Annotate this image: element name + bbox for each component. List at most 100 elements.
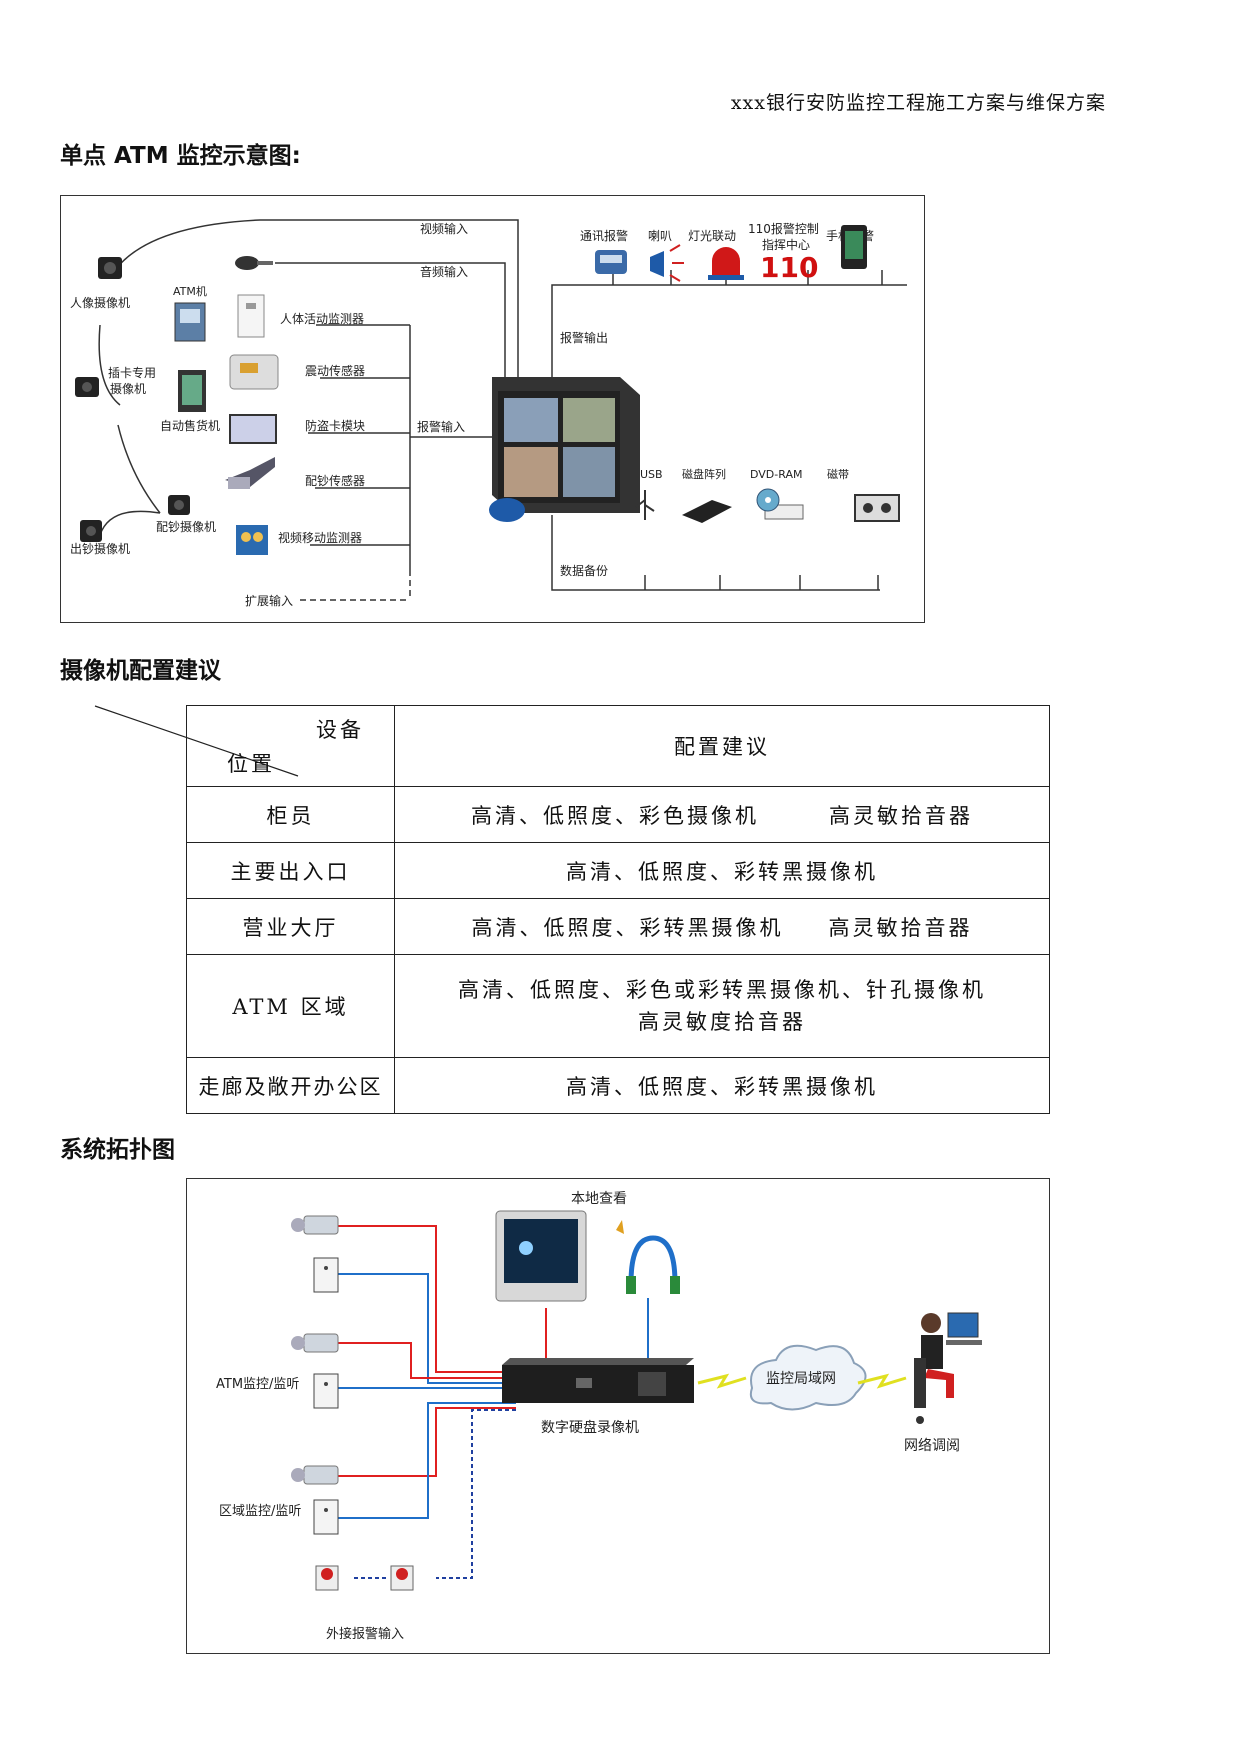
header-device: 设备	[316, 718, 364, 742]
table-header-corner: 设备 位置	[186, 705, 395, 787]
microphone-pickup-icon	[313, 1499, 339, 1535]
wireless-link-icon	[697, 1373, 747, 1389]
label-backup-usb: USB	[640, 468, 663, 481]
tape-icon	[854, 494, 900, 522]
headphones-icon	[616, 1220, 680, 1294]
cell-position: 主要出入口	[186, 842, 395, 899]
dvd-drive-icon	[756, 488, 804, 520]
label-area-monitor: 区域监控/监听	[219, 1504, 301, 1519]
label-alarm-center-1: 110报警控制	[748, 221, 819, 236]
section-title-atm: 单点 ATM 监控示意图:	[60, 143, 301, 169]
vending-machine-icon	[178, 370, 206, 412]
mobile-phone-icon	[841, 225, 867, 269]
cell-position: 走廊及敞开办公区	[186, 1057, 395, 1114]
atm-machine-icon	[174, 302, 206, 342]
label-cash-cam: 配钞摄像机	[156, 519, 216, 534]
label-card-cam-1: 插卡专用	[108, 365, 156, 380]
label-video-input: 视频输入	[420, 221, 468, 236]
page-header: xxx银行安防监控工程施工方案与维保方案	[730, 92, 1106, 114]
table-row: 营业大厅 高清、低照度、彩转黑摄像机高灵敏拾音器	[186, 898, 1050, 955]
cell-position: 营业大厅	[186, 898, 395, 955]
atm-monitor-diagram: 人像摄像机 ATM机 插卡专用 摄像机 自动售货机 配钞摄像机 出钞摄像机	[60, 195, 925, 623]
advice-part-a: 高清、低照度、彩转黑摄像机	[471, 915, 784, 940]
label-remote: 网络调阅	[904, 1438, 960, 1454]
label-card-cam-2: 摄像机	[110, 381, 146, 396]
label-expand-input: 扩展输入	[245, 593, 293, 608]
advice-part-a: 高清、低照度、彩色或彩转黑摄像机、针孔摄像机	[458, 978, 986, 1002]
label-lan: 监控局域网	[766, 1371, 836, 1387]
face-camera-icon	[98, 257, 122, 279]
wireless-link-icon	[857, 1373, 907, 1389]
table-row: 柜员 高清、低照度、彩色摄像机 高灵敏拾音器	[186, 786, 1050, 843]
label-sensor-3: 配钞传感器	[305, 473, 365, 488]
microphone-pickup-icon	[313, 1373, 339, 1409]
table-row: 走廊及敞开办公区 高清、低照度、彩转黑摄像机	[186, 1057, 1050, 1114]
cell-advice: 高清、低照度、彩色摄像机 高灵敏拾音器	[394, 786, 1050, 843]
cloud-icon	[749, 1344, 867, 1411]
table-row: 主要出入口 高清、低照度、彩转黑摄像机	[186, 842, 1050, 899]
cell-advice: 高清、低照度、彩转黑摄像机	[394, 1057, 1050, 1114]
label-atm: ATM机	[173, 284, 207, 298]
label-backup-dvd: DVD-RAM	[750, 468, 802, 481]
label-alarm-comm: 通讯报警	[580, 228, 628, 243]
out-camera-icon	[80, 520, 102, 542]
remote-operator-icon	[914, 1312, 982, 1424]
card-camera-icon	[75, 377, 99, 397]
video-motion-detector-icon	[236, 525, 268, 555]
alarm-light-icon	[708, 247, 744, 280]
alarm-button-icon	[390, 1565, 414, 1591]
usb-icon	[635, 490, 655, 520]
label-sensor-2: 防盗卡模块	[305, 418, 365, 433]
camera-config-table: 设备 位置 配置建议 柜员 高清、低照度、彩色摄像机 高灵敏拾音器 主要出入口 高…	[186, 705, 1050, 1114]
header-position: 位置	[227, 752, 275, 776]
dvr-device-icon	[502, 1358, 694, 1403]
alarm-button-icon	[315, 1565, 339, 1591]
cell-advice: 高清、低照度、彩色或彩转黑摄像机、针孔摄像机 高灵敏度拾音器	[394, 954, 1050, 1058]
microphone-pickup-icon	[313, 1257, 339, 1293]
tv-monitor-icon	[495, 1210, 587, 1302]
label-out-cam: 出钞摄像机	[70, 541, 130, 556]
label-face-cam: 人像摄像机	[70, 295, 130, 310]
label-atm-monitor: ATM监控/监听	[216, 1377, 299, 1392]
cash-sensor-icon	[225, 457, 275, 489]
label-backup-tape: 磁带	[827, 468, 849, 481]
dvr-monitor-icon	[492, 377, 640, 513]
label-data-backup: 数据备份	[560, 563, 608, 578]
label-sensor-1: 震动传感器	[305, 363, 365, 378]
label-backup-disk: 磁盘阵列	[682, 467, 726, 481]
label-alarm-horn: 喇叭	[648, 228, 672, 243]
disk-array-icon	[682, 500, 732, 523]
cell-position: ATM 区域	[186, 954, 395, 1058]
camera-icon	[291, 1215, 339, 1235]
cell-advice: 高清、低照度、彩转黑摄像机	[394, 842, 1050, 899]
cell-advice: 高清、低照度、彩转黑摄像机高灵敏拾音器	[394, 898, 1050, 955]
microphone-icon	[235, 256, 273, 270]
table-header-row: 设备 位置 配置建议	[186, 705, 1050, 787]
advice-part-b: 高灵敏拾音器	[829, 803, 973, 828]
label-vending: 自动售货机	[160, 418, 220, 433]
camera-icon	[291, 1333, 339, 1353]
label-alarm-light: 灯光联动	[688, 229, 736, 243]
label-dvr: 数字硬盘录像机	[541, 1419, 639, 1436]
vibration-sensor-icon	[229, 354, 279, 390]
system-topology-diagram: ATM监控/监听 区域监控/监听 外接报警输入 本地查看 数字硬盘录像机 监控局…	[186, 1178, 1050, 1654]
advice-part-b: 高灵敏度拾音器	[638, 1010, 806, 1034]
label-audio-input: 音频输入	[420, 264, 468, 279]
telephone-icon	[595, 250, 627, 274]
label-sensor-0: 人体活动监测器	[280, 312, 364, 326]
label-alarm-center-2: 指挥中心	[762, 237, 810, 252]
horn-icon	[650, 244, 684, 282]
advice-part-a: 高清、低照度、彩色摄像机	[471, 803, 759, 828]
cash-camera-icon	[168, 495, 190, 515]
label-sensor-4: 视频移动监测器	[278, 530, 362, 545]
section-title-camera: 摄像机配置建议	[60, 658, 221, 684]
label-ext-alarm: 外接报警输入	[326, 1626, 404, 1642]
mouse-icon	[489, 498, 525, 522]
label-alarm-output: 报警输出	[560, 330, 608, 345]
cell-position: 柜员	[186, 786, 395, 843]
label-alarm-input: 报警输入	[417, 419, 465, 434]
table-row: ATM 区域 高清、低照度、彩色或彩转黑摄像机、针孔摄像机 高灵敏度拾音器	[186, 954, 1050, 1058]
text-110: 110	[760, 251, 818, 284]
camera-icon	[291, 1465, 339, 1485]
anti-skimming-module-icon	[229, 414, 277, 444]
